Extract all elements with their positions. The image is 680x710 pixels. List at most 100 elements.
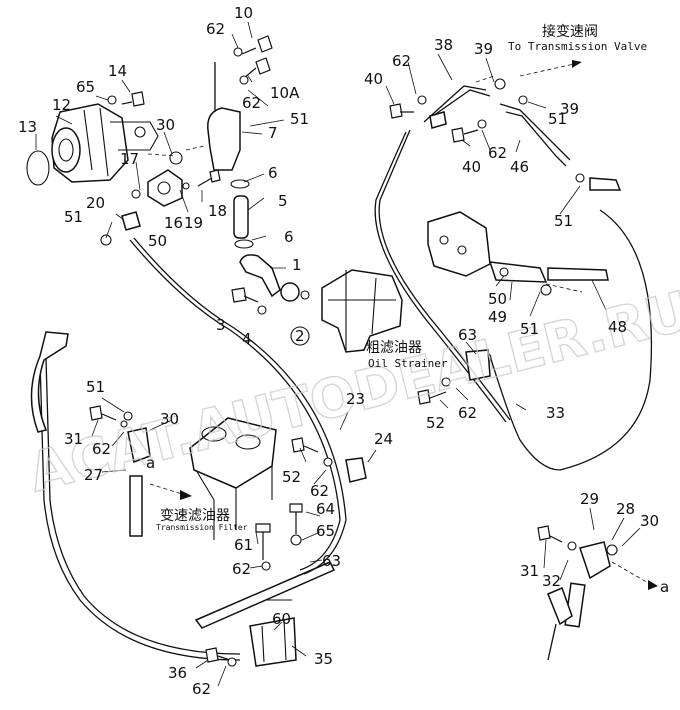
callout-3: 3	[216, 316, 226, 334]
callout-36: 36	[168, 664, 187, 682]
bolts	[89, 35, 563, 663]
callout-6: 6	[268, 164, 278, 182]
callout-33: 33	[546, 404, 565, 422]
callout-14: 14	[108, 62, 127, 80]
block-16	[147, 169, 183, 207]
callout-40: 40	[462, 158, 481, 176]
callout-50: 50	[488, 290, 507, 308]
callout-65: 65	[316, 522, 335, 540]
caption-to-valve-en: To Transmission Valve	[508, 40, 647, 53]
callout-6: 6	[284, 228, 294, 246]
callout-16: 16	[164, 214, 183, 232]
callout-51: 51	[290, 110, 309, 128]
callout-30: 30	[640, 512, 659, 530]
transmission-valve-block	[427, 211, 609, 283]
marker-a-left: a	[146, 454, 155, 472]
oil-strainer	[321, 269, 403, 353]
callout-39: 39	[474, 40, 493, 58]
washers	[100, 47, 618, 667]
callout-10A: 10A	[270, 84, 300, 102]
callout-39: 39	[560, 100, 579, 118]
callout-62: 62	[192, 680, 211, 698]
callout-20: 20	[86, 194, 105, 212]
callout-7: 7	[268, 124, 278, 142]
callout-52: 52	[282, 468, 301, 486]
callout-24: 24	[374, 430, 393, 448]
leader-lines	[35, 21, 658, 687]
connector-27	[127, 427, 151, 464]
caption-strainer-cn: 粗滤油器	[366, 340, 422, 356]
hose-end-right	[547, 586, 573, 626]
elbow-7	[207, 107, 241, 171]
callout-12: 12	[52, 96, 71, 114]
fitting-38	[429, 111, 447, 129]
clamp-6a	[230, 179, 250, 189]
callout-51: 51	[520, 320, 539, 338]
callout-17: 17	[120, 150, 139, 168]
o-ring-13	[26, 150, 50, 186]
hose-fitting-27	[129, 475, 143, 537]
caption-to-valve-cn: 接变速阀	[542, 23, 598, 40]
pipe-46	[429, 89, 571, 161]
callout-28: 28	[616, 500, 635, 518]
callout-64: 64	[316, 500, 335, 518]
callout-35: 35	[314, 650, 333, 668]
callout-62: 62	[242, 94, 261, 112]
callout-61: 61	[234, 536, 253, 554]
callout-13: 13	[18, 118, 37, 136]
fitting-63	[465, 349, 491, 381]
callout-51: 51	[86, 378, 105, 396]
callout-46: 46	[510, 158, 529, 176]
callout-4: 4	[242, 330, 252, 348]
callout-31: 31	[520, 562, 539, 580]
hose-bottom-right	[547, 623, 557, 661]
callout-5: 5	[278, 192, 288, 210]
callout-52: 52	[426, 414, 445, 432]
tube-end	[589, 177, 622, 191]
callout-51: 51	[554, 212, 573, 230]
transmission-filter	[189, 417, 277, 540]
callout-65: 65	[76, 78, 95, 96]
callout-49: 49	[488, 308, 507, 326]
callout-62: 62	[458, 404, 477, 422]
caption-filter-cn: 变速滤油器	[160, 508, 230, 524]
clamp-6b	[234, 239, 254, 249]
fitting-24	[345, 457, 367, 483]
caption-strainer-en: Oil Strainer	[368, 357, 448, 370]
callout-62: 62	[392, 52, 411, 70]
elbow-left	[30, 331, 69, 433]
hose-23	[129, 239, 341, 571]
callout-31: 31	[64, 430, 83, 448]
marker-2-ring	[290, 326, 310, 346]
callout-62: 62	[488, 144, 507, 162]
callout-1: 1	[292, 256, 302, 274]
callout-30: 30	[156, 116, 175, 134]
hose-5	[233, 195, 249, 239]
hose-23-b	[133, 237, 347, 575]
callout-18: 18	[208, 202, 227, 220]
callout-29: 29	[580, 490, 599, 508]
callout-38: 38	[434, 36, 453, 54]
flange-2	[280, 282, 300, 302]
callout-10: 10	[234, 4, 253, 22]
callout-51: 51	[548, 110, 567, 128]
callout-23: 23	[346, 390, 365, 408]
callout-60: 60	[272, 610, 291, 628]
bracket-35	[249, 599, 297, 667]
callout-62: 62	[232, 560, 251, 578]
marker-2: 2	[295, 327, 305, 345]
callout-30: 30	[160, 410, 179, 428]
hose-left-b	[45, 357, 241, 655]
callout-40: 40	[364, 70, 383, 88]
callout-62: 62	[310, 482, 329, 500]
hose-left	[39, 359, 241, 661]
callout-63: 63	[458, 326, 477, 344]
callout-62: 62	[206, 20, 225, 38]
pump-12	[51, 103, 159, 183]
callout-32: 32	[542, 572, 561, 590]
callout-19: 19	[184, 214, 203, 232]
callout-63: 63	[322, 552, 341, 570]
